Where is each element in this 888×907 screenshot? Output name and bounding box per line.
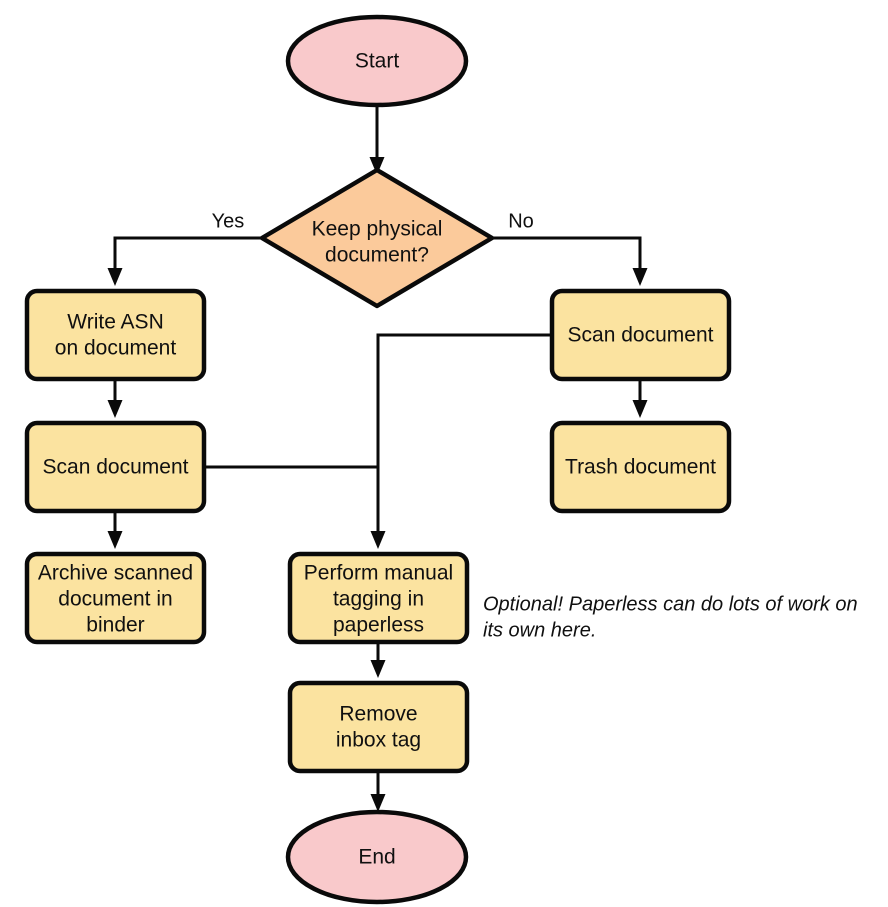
write-asn-label-line1: Write ASN — [67, 311, 163, 334]
write-asn-rect[interactable] — [24, 288, 207, 382]
edge-write-asn-to-scan-left — [107, 379, 123, 418]
write-asn-label-line2: on document — [55, 337, 177, 360]
node-remove-inbox-tag[interactable]: Remove inbox tag — [287, 680, 470, 774]
edge-remove-inbox-to-end — [370, 771, 386, 812]
remove-inbox-tag-rect[interactable] — [287, 680, 470, 774]
decision-label-line2: document? — [325, 244, 429, 267]
edge-layer — [107, 105, 648, 812]
edge-scan-right-to-trash — [632, 379, 648, 418]
edge-label-yes: Yes — [212, 210, 245, 232]
node-decision-keep-physical-document[interactable]: Keep physical document? — [259, 167, 495, 309]
trash-document-label: Trash document — [565, 456, 716, 479]
annotation-line2: its own here. — [483, 619, 596, 641]
remove-inbox-label-line2: inbox tag — [336, 729, 421, 752]
decision-diamond[interactable] — [259, 167, 495, 309]
edge-decision-yes — [107, 236, 262, 286]
node-scan-document-right[interactable]: Scan document — [549, 288, 732, 382]
start-ellipse[interactable] — [285, 14, 469, 108]
scan-document-right-rect[interactable] — [549, 288, 732, 382]
edge-trunk-arrow-to-tagging — [370, 531, 386, 549]
archive-binder-rect[interactable] — [24, 551, 207, 645]
node-write-asn[interactable]: Write ASN on document — [24, 288, 207, 382]
node-start[interactable]: Start — [285, 14, 469, 108]
scan-document-left-rect[interactable] — [24, 420, 207, 514]
end-ellipse[interactable] — [285, 809, 469, 905]
manual-tagging-label-line2: tagging in — [333, 588, 424, 611]
remove-inbox-label-line1: Remove — [339, 703, 417, 726]
edge-decision-no — [492, 236, 648, 286]
edge-start-to-decision — [369, 105, 385, 175]
manual-tagging-label-line3: paperless — [333, 614, 424, 637]
manual-tagging-label-line1: Perform manual — [304, 562, 453, 585]
decision-label-line1: Keep physical — [312, 218, 443, 241]
trash-document-rect[interactable] — [549, 420, 732, 514]
archive-binder-label-line3: binder — [86, 614, 144, 637]
start-label: Start — [355, 50, 400, 73]
node-trash-document[interactable]: Trash document — [549, 420, 732, 514]
node-manual-tagging[interactable]: Perform manual tagging in paperless — [287, 551, 470, 645]
archive-binder-label-line2: document in — [58, 588, 172, 611]
node-scan-document-left[interactable]: Scan document — [24, 420, 207, 514]
annotation-line1: Optional! Paperless can do lots of work … — [483, 593, 858, 615]
end-label: End — [358, 846, 395, 869]
manual-tagging-rect[interactable] — [287, 551, 470, 645]
node-archive-binder[interactable]: Archive scanned document in binder — [24, 551, 207, 645]
edge-tagging-to-remove-inbox — [370, 642, 386, 678]
edge-label-no: No — [508, 210, 534, 232]
edge-scan-right-to-tagging — [376, 333, 552, 537]
scan-document-left-label: Scan document — [43, 456, 189, 479]
edge-scan-left-to-archive — [107, 511, 123, 549]
annotation-optional-paperless: Optional! Paperless can do lots of work … — [483, 593, 858, 641]
archive-binder-label-line1: Archive scanned — [38, 562, 193, 585]
scan-document-right-label: Scan document — [568, 324, 714, 347]
node-end[interactable]: End — [285, 809, 469, 905]
